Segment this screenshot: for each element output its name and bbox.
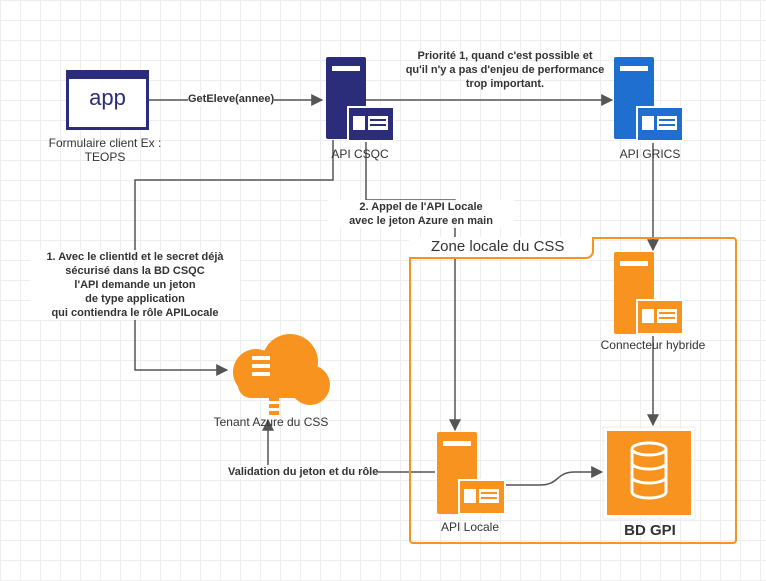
formulaire-label: Formulaire client Ex : TEOPS: [30, 136, 180, 164]
edge-locale-to-bdgpi: [505, 466, 604, 486]
priorite-line-2: qu'il n'y a pas d'enjeu de performance: [405, 64, 605, 76]
client-id-line-1: 1. Avec le clientId et le secret déjà: [46, 251, 224, 263]
app-window-titlebar: [69, 73, 146, 79]
tenant-label: Tenant Azure du CSS: [213, 415, 329, 429]
client-id-line-2: sécurisé dans la BD CSQC: [65, 265, 205, 277]
app-icon-text: app: [89, 85, 126, 110]
server-connecteur-icon: [614, 252, 684, 335]
edge-csqc-to-tenant: [134, 140, 334, 376]
appel-line-2: avec le jeton Azure en main: [349, 215, 493, 227]
client-id-line-3: l'API demande un jeton: [74, 279, 196, 291]
api-grics-label: API GRICS: [619, 147, 681, 161]
database-bdgpi-icon: [602, 426, 696, 520]
edge-label-appel-locale: 2. Appel de l'API Locale avec le jeton A…: [328, 200, 514, 228]
server-grics-icon: [614, 57, 684, 142]
zone-locale-frame: [409, 237, 737, 544]
edge-label-priorite: Priorité 1, quand c'est possible et qu'i…: [380, 49, 630, 91]
cloud-tenant-icon: [233, 334, 330, 415]
zone-locale-title: Zone locale du CSS: [409, 237, 594, 259]
appel-line-1: 2. Appel de l'API Locale: [359, 201, 483, 213]
priorite-line-3: trop important.: [465, 78, 545, 90]
formulaire-label-line-2: TEOPS: [84, 150, 126, 164]
api-csqc-label: API CSQC: [331, 147, 389, 161]
api-locale-label: API Locale: [440, 520, 500, 534]
edge-label-get-eleve: GetEleve(annee): [188, 92, 275, 106]
edge-label-validation: Validation du jeton et du rôle: [228, 465, 379, 479]
edge-label-client-id: 1. Avec le clientId et le secret déjà sé…: [30, 250, 240, 320]
server-csqc-icon: [326, 57, 395, 142]
priorite-line-1: Priorité 1, quand c'est possible et: [417, 50, 593, 62]
connecteur-label: Connecteur hybride: [600, 338, 706, 352]
formulaire-label-line-1: Formulaire client Ex :: [48, 136, 162, 150]
client-id-line-5: qui contiendra le rôle APILocale: [51, 307, 219, 319]
client-id-line-4: de type application: [85, 293, 185, 305]
bd-gpi-label: BD GPI: [624, 522, 676, 539]
server-locale-icon: [437, 432, 506, 515]
app-window-icon: app: [66, 70, 149, 130]
